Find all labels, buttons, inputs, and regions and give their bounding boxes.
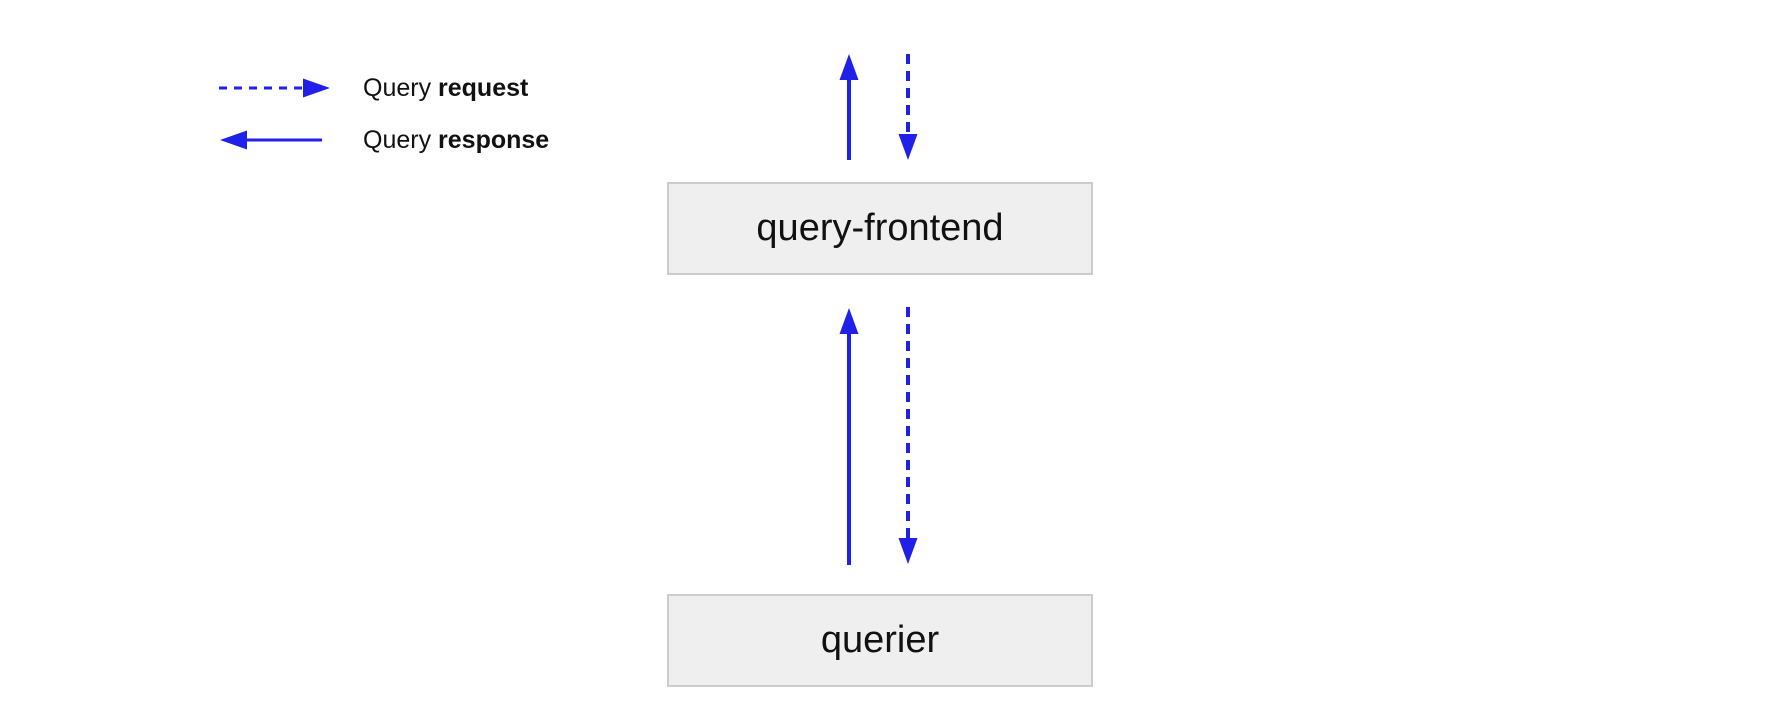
legend-item-query-request: Query request [218, 74, 528, 102]
legend-response-label: Query response [363, 126, 549, 155]
legend-request-bold: request [438, 73, 529, 102]
top-request-arrow [893, 52, 923, 162]
legend-response-bold: response [438, 125, 550, 154]
legend-item-query-response: Query response [218, 126, 549, 154]
mid-response-arrow [834, 305, 864, 567]
top-response-arrow [834, 52, 864, 162]
node-query-frontend: query-frontend [667, 182, 1093, 275]
node-querier: querier [667, 594, 1093, 687]
legend-request-label: Query request [363, 74, 528, 103]
dashed-right-arrow-icon [219, 78, 330, 98]
solid-left-arrow-icon [220, 130, 322, 150]
legend-response-prefix: Query [363, 125, 439, 154]
mid-request-arrow [893, 305, 923, 567]
legend-request-prefix: Query [363, 73, 439, 102]
